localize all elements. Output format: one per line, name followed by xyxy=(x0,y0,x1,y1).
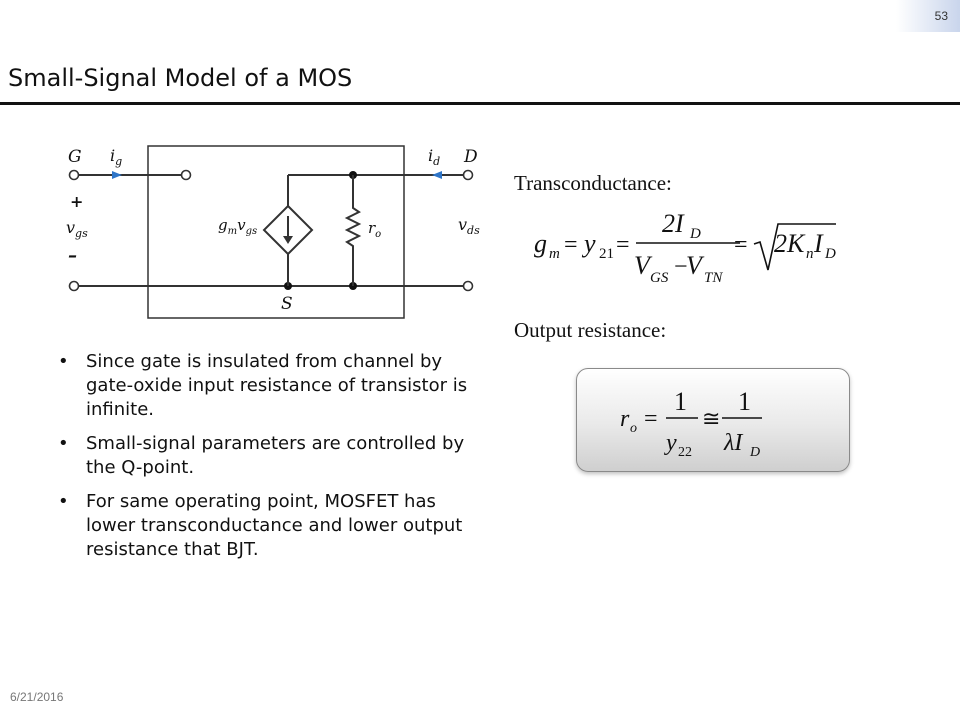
bullet-dot: • xyxy=(58,491,69,512)
bullet-text: Small-signal parameters are controlled b… xyxy=(86,433,465,478)
svg-text:1: 1 xyxy=(738,387,751,416)
output-resistance-equation: r o = 1 y 22 ≅ 1 λI D xyxy=(620,387,762,460)
input-voltage-label: vgs xyxy=(66,218,88,240)
footer-date: 6/21/2016 xyxy=(10,690,64,704)
transconductance-label: Transconductance: xyxy=(514,171,672,195)
svg-text:I: I xyxy=(813,229,824,258)
svg-text:D: D xyxy=(689,226,701,242)
resistor-label: ro xyxy=(368,219,381,240)
svg-text:g: g xyxy=(534,229,547,258)
bullet-item: • Small-signal parameters are controlled … xyxy=(58,432,488,480)
bullet-dot: • xyxy=(58,433,69,454)
drain-current-arrow xyxy=(432,171,442,179)
svg-text:n: n xyxy=(806,246,814,262)
gate-open-terminal xyxy=(180,169,192,181)
source-right-terminal xyxy=(462,280,474,292)
slide-title: Small-Signal Model of a MOS xyxy=(8,64,353,92)
output-resistance-formula-box xyxy=(576,368,850,472)
bullet-item: • For same operating point, MOSFET has lo… xyxy=(58,490,488,562)
transconductance-equation: g m = y 21 = 2I D V GS − V TN = 2K n I D xyxy=(534,209,836,286)
svg-text:2I: 2I xyxy=(662,209,685,238)
drain-terminal xyxy=(462,169,474,181)
output-resistance-label: Output resistance: xyxy=(514,318,667,342)
svg-text:≅: ≅ xyxy=(702,406,720,431)
gate-terminal xyxy=(68,169,80,181)
bullet-text: Since gate is insulated from channel by … xyxy=(86,351,468,420)
svg-text:=: = xyxy=(564,232,578,258)
bullet-item: • Since gate is insulated from channel by… xyxy=(58,350,488,422)
svg-text:y: y xyxy=(581,229,596,258)
svg-text:1: 1 xyxy=(674,387,687,416)
bullet-text: For same operating point, MOSFET has low… xyxy=(86,491,463,560)
gate-current-arrow xyxy=(112,171,122,179)
gate-current-label: ig xyxy=(110,146,122,168)
svg-text:V: V xyxy=(634,251,653,280)
bullet-dot: • xyxy=(58,351,69,372)
source-label: S xyxy=(281,294,293,314)
small-signal-circuit-diagram: G D S ig id + vgs – vds gmvgs ro xyxy=(66,145,480,319)
drain-current-label: id xyxy=(428,146,440,168)
transconductance-source-label: gmvgs xyxy=(218,216,257,237)
svg-text:D: D xyxy=(749,445,760,460)
input-plus-sign: + xyxy=(70,192,83,211)
svg-text:22: 22 xyxy=(678,445,692,460)
svg-text:=: = xyxy=(734,232,748,258)
svg-text:λI: λI xyxy=(723,430,743,456)
gate-label: G xyxy=(68,147,82,167)
svg-text:=: = xyxy=(644,406,658,432)
svg-text:o: o xyxy=(630,421,637,436)
svg-text:r: r xyxy=(620,406,630,432)
source-left-terminal xyxy=(68,280,80,292)
input-minus-sign: – xyxy=(68,245,77,266)
svg-text:D: D xyxy=(824,246,836,262)
svg-text:y: y xyxy=(664,430,677,456)
svg-text:TN: TN xyxy=(704,270,723,286)
svg-text:=: = xyxy=(616,232,630,258)
svg-text:m: m xyxy=(549,246,560,262)
title-underline xyxy=(0,102,960,105)
svg-text:V: V xyxy=(686,251,705,280)
svg-text:GS: GS xyxy=(650,270,669,286)
bullet-list: • Since gate is insulated from channel by… xyxy=(58,350,488,572)
page-number: 53 xyxy=(896,0,960,32)
svg-text:−: − xyxy=(674,254,688,280)
svg-text:2K: 2K xyxy=(774,229,806,258)
drain-label: D xyxy=(463,147,478,167)
two-port-box xyxy=(147,145,405,319)
source-direction-arrow xyxy=(283,236,293,244)
svg-text:21: 21 xyxy=(599,246,614,262)
output-resistor xyxy=(344,175,362,286)
output-voltage-label: vds xyxy=(458,215,480,237)
